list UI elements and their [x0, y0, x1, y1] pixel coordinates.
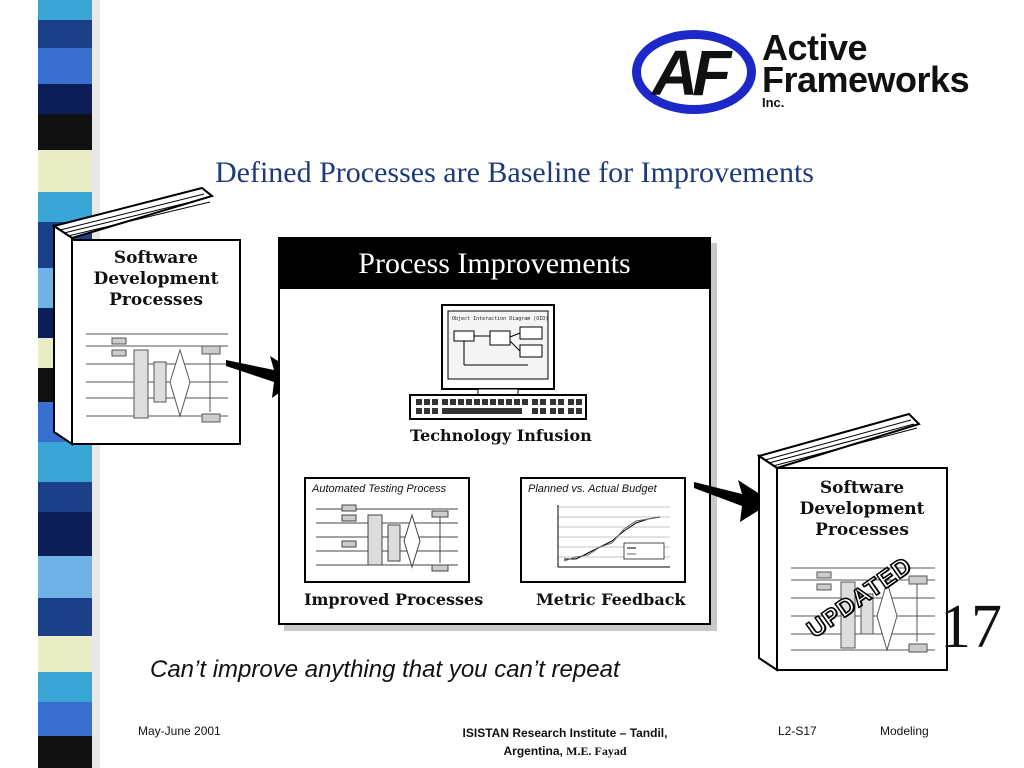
automated-testing-label: Automated Testing Process [312, 483, 447, 495]
logo-line-2: Frameworks [762, 59, 970, 100]
budget-label: Planned vs. Actual Budget [528, 483, 657, 495]
monitor-label: Object Interaction Diagram (OID) [452, 316, 549, 322]
footer-institute: ISISTAN Research Institute – Tandil, Arg… [430, 724, 700, 760]
right-book-title-line-3: Processes [815, 520, 909, 540]
panel-title: Process Improvements [358, 247, 631, 280]
logo-ring [632, 30, 756, 114]
footer-section: Modeling [880, 724, 929, 738]
footer-institute-line-1: ISISTAN Research Institute – Tandil, [462, 726, 668, 740]
arrow-right-icon [694, 480, 772, 522]
process-improvements-panel: Process Improvements Object Interaction … [278, 237, 711, 625]
left-book-title: Software Development Processes [72, 248, 240, 311]
right-book-title: Software Development Processes [777, 478, 947, 541]
logo-line-3: Inc. [762, 95, 785, 110]
footer-slide-code: L2-S17 [778, 724, 817, 738]
slide-tagline: Can’t improve anything that you can’t re… [150, 656, 620, 683]
right-book-title-line-1: Software [819, 478, 905, 498]
book-icon [52, 186, 241, 446]
left-book-title-line-1: Software [113, 248, 199, 268]
keyboard-icon [409, 394, 587, 420]
slide-number: 17 [940, 593, 1002, 661]
logo-wordmark: Active Frameworks Inc. [762, 30, 970, 110]
book-icon [757, 412, 948, 672]
footer-date: May-June 2001 [138, 724, 221, 738]
left-book-title-line-2: Development [93, 269, 219, 289]
left-book: Software Development Processes [52, 186, 242, 448]
company-logo: AF Active Frameworks Inc. [632, 30, 992, 120]
technology-infusion-caption: Technology Infusion [410, 426, 592, 445]
footer-author: M.E. Fayad [566, 744, 627, 758]
budget-card: Planned vs. Actual Budget [520, 477, 686, 583]
automated-testing-card: Automated Testing Process [304, 477, 470, 583]
metric-feedback-caption: Metric Feedback [536, 590, 686, 609]
footer-institute-line-2: Argentina, M.E. Fayad [430, 742, 700, 760]
improved-processes-caption: Improved Processes [304, 590, 484, 609]
footer-country: Argentina, [503, 744, 567, 758]
panel-header: Process Improvements [280, 239, 709, 289]
logo-mark: AF [652, 37, 731, 109]
process-diagram [316, 504, 458, 572]
right-book: Software Development Processes UPDATED [757, 412, 949, 674]
left-book-title-line-3: Processes [109, 290, 203, 310]
decorative-stripe [38, 0, 96, 768]
logo-line-1: Active [762, 27, 868, 68]
monitor-icon [441, 304, 555, 396]
right-book-title-line-2: Development [799, 499, 925, 519]
slide-title: Defined Processes are Baseline for Impro… [215, 156, 814, 189]
budget-chart [557, 505, 670, 568]
